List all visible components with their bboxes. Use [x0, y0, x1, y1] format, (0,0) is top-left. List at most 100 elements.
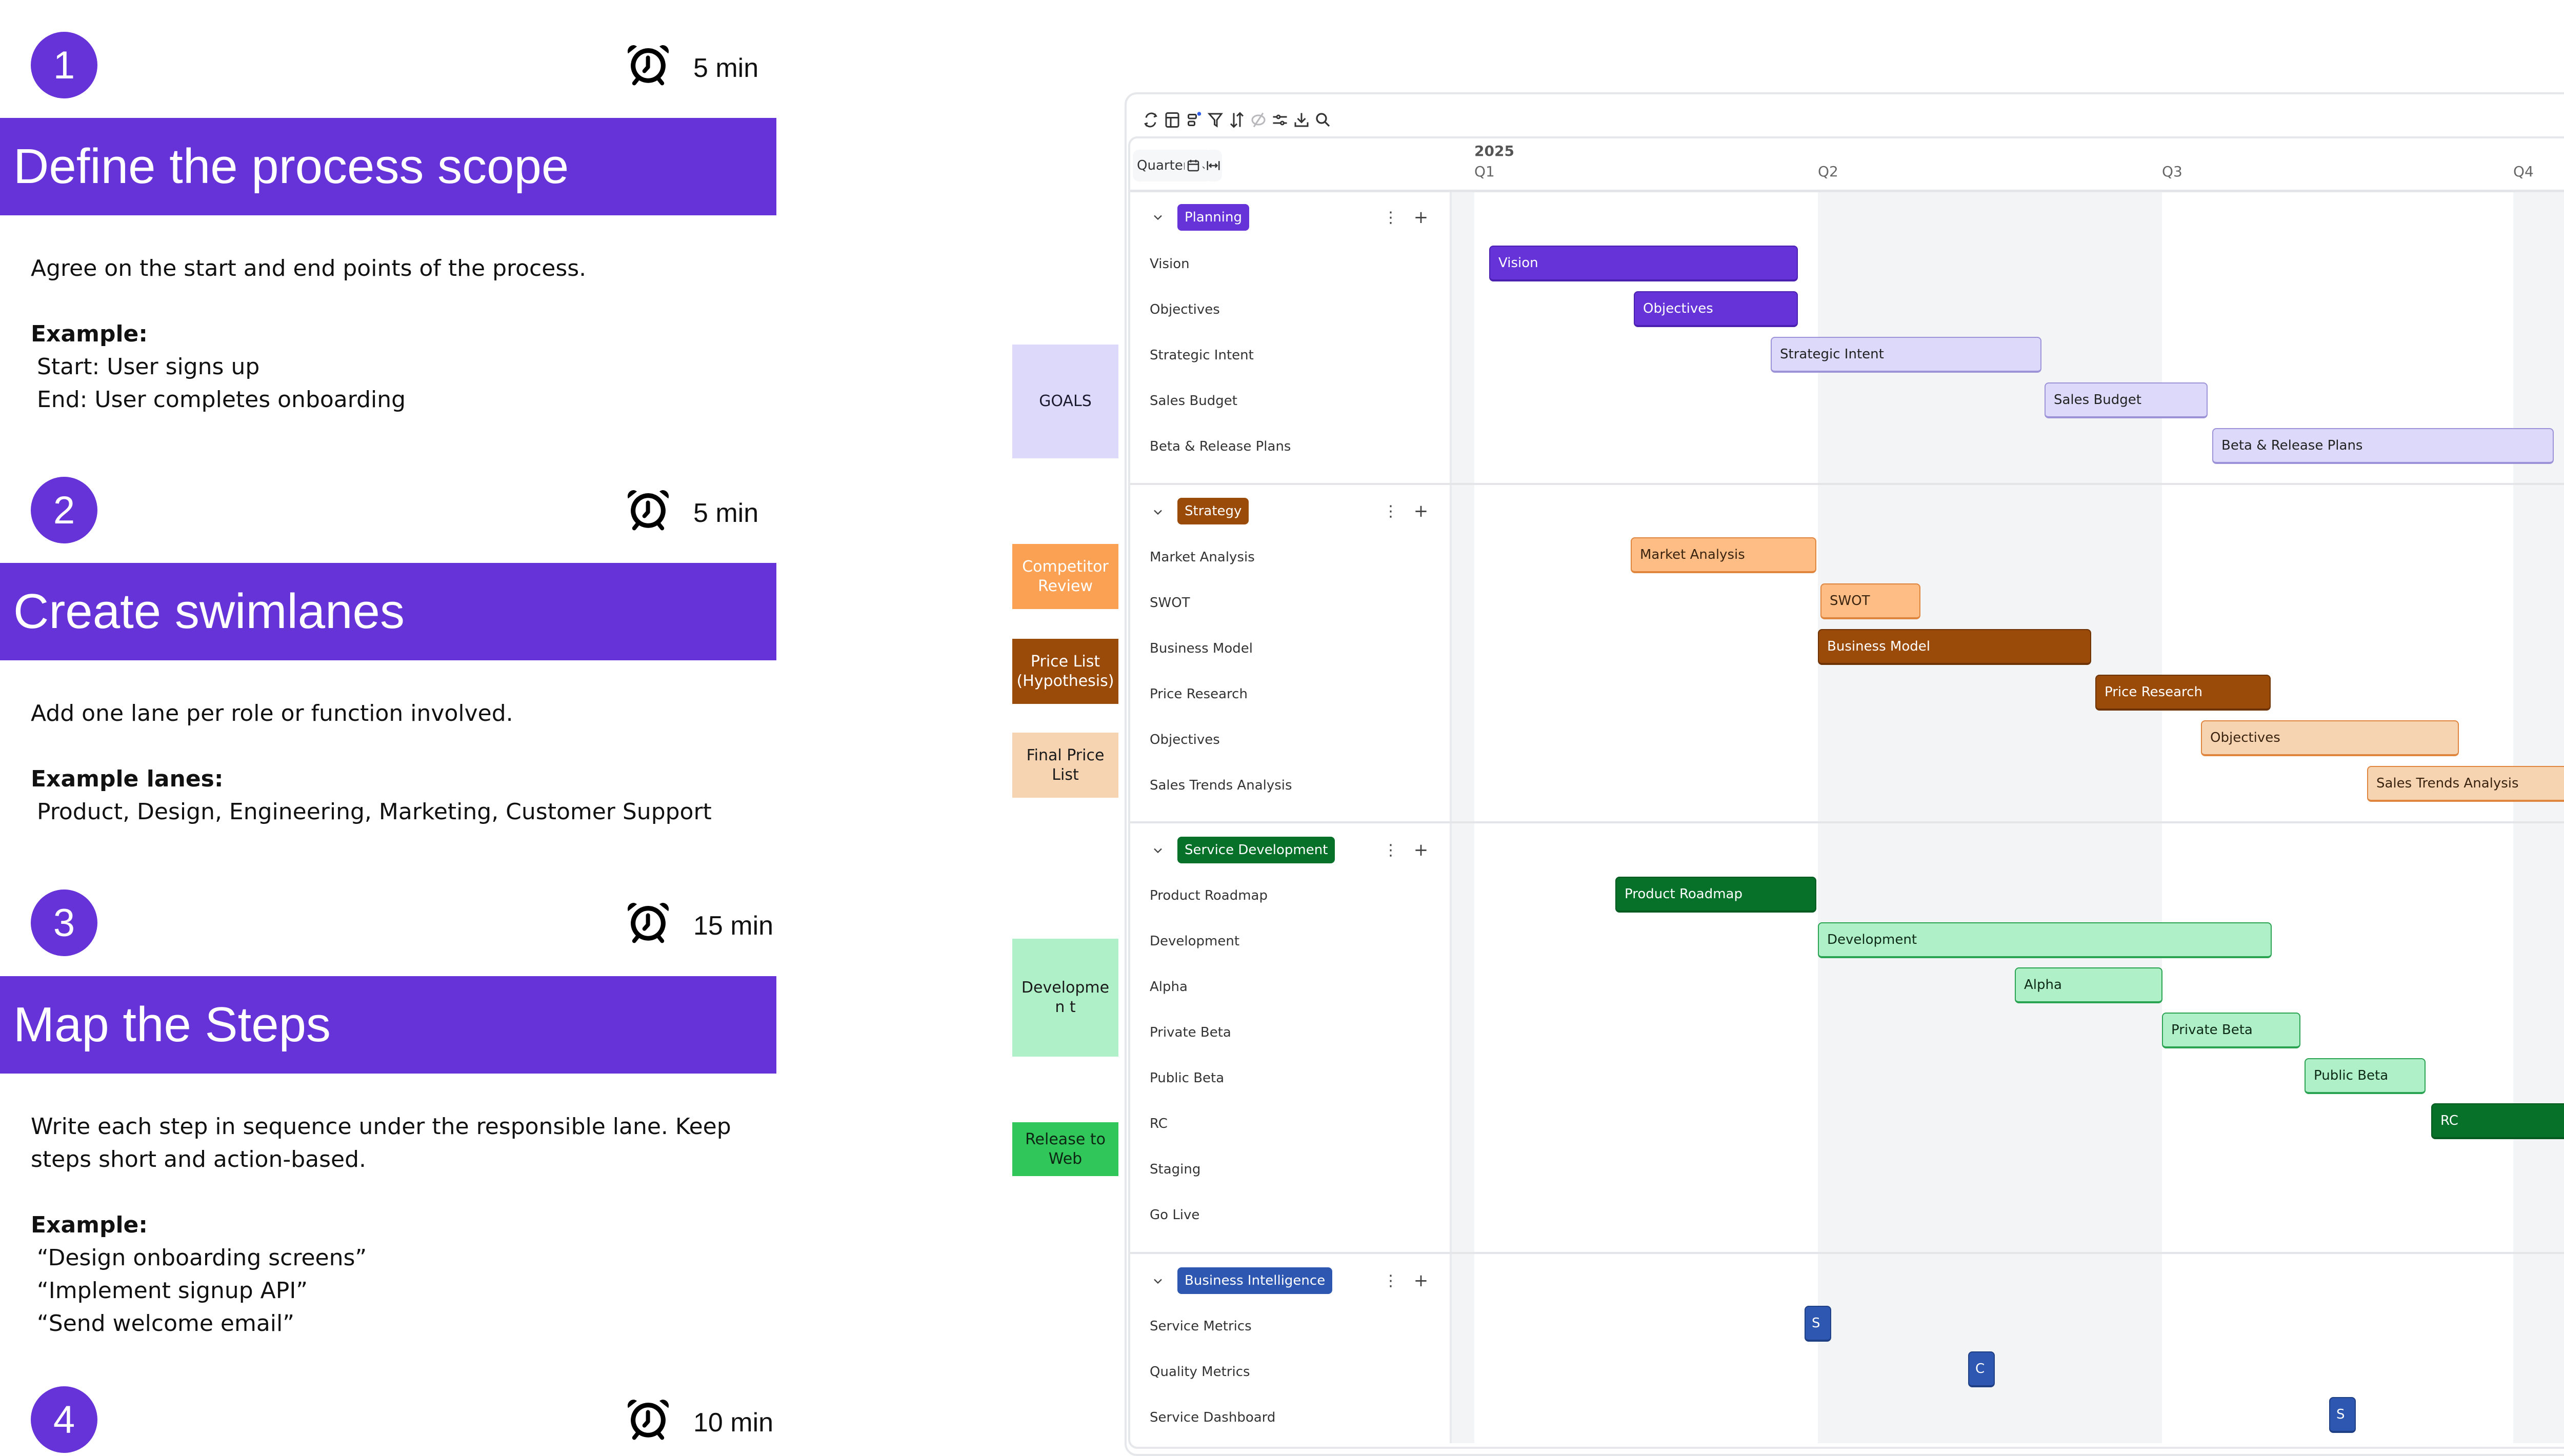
step-timer: 10 min: [624, 1394, 773, 1450]
row-label[interactable]: RC: [1150, 1116, 1168, 1131]
example-line: End: User completes onboarding: [37, 387, 406, 413]
row-label[interactable]: Staging: [1150, 1162, 1201, 1177]
row-label[interactable]: SWOT: [1150, 595, 1190, 611]
download-icon[interactable]: [1290, 109, 1313, 131]
row-label[interactable]: Quality Metrics: [1150, 1364, 1250, 1380]
group-divider: [1130, 483, 2564, 485]
more-options-icon[interactable]: ⋮: [1383, 1271, 1398, 1290]
add-item-icon[interactable]: +: [1413, 840, 1429, 860]
add-item-icon[interactable]: +: [1413, 207, 1429, 228]
filter-icon[interactable]: [1204, 109, 1227, 131]
collapse-chevron-icon[interactable]: [1151, 843, 1165, 858]
collapse-chevron-icon[interactable]: [1151, 210, 1165, 225]
step-number-badge: 1: [31, 32, 97, 98]
sticky-note-competitor-review[interactable]: Competitor Review: [1012, 544, 1118, 609]
task-bar-beta-release-plans[interactable]: Beta & Release Plans: [2212, 428, 2554, 464]
row-label[interactable]: Product Roadmap: [1150, 888, 1268, 903]
step-description-block: Add one lane per role or function involv…: [31, 697, 769, 828]
example-line: Start: User signs up: [37, 354, 260, 380]
alarm-clock-icon: [624, 485, 673, 541]
list-timeline-separator: [1450, 192, 1452, 1443]
sticky-note-release-to-web[interactable]: Release to Web: [1012, 1122, 1118, 1176]
step-timer: 15 min: [624, 898, 773, 954]
search-icon[interactable]: [1312, 109, 1334, 131]
calendar-icon[interactable]: [1185, 150, 1202, 181]
more-options-icon[interactable]: ⋮: [1383, 841, 1398, 859]
row-label[interactable]: Objectives: [1150, 732, 1220, 747]
example-line: “Design onboarding screens”: [37, 1245, 367, 1271]
step-description: Add one lane per role or function involv…: [31, 700, 513, 726]
quarter-label: Q2: [1818, 163, 1838, 180]
row-label[interactable]: Strategic Intent: [1150, 348, 1254, 363]
task-bar-service-metrics[interactable]: S: [1805, 1306, 1831, 1342]
step-duration: 5 min: [693, 53, 759, 83]
task-bar-sales-trends-analysis[interactable]: Sales Trends Analysis: [2367, 766, 2564, 802]
pre-q1-band: [1452, 192, 1474, 1443]
group-label-planning[interactable]: Planning: [1177, 204, 1249, 231]
sticky-note-price-list-hypothesis[interactable]: Price List (Hypothesis): [1012, 639, 1118, 704]
example-line: Product, Design, Engineering, Marketing,…: [37, 799, 712, 825]
task-bar-product-roadmap[interactable]: Product Roadmap: [1615, 877, 1816, 913]
task-bar-vision[interactable]: Vision: [1489, 246, 1798, 281]
row-label[interactable]: Public Beta: [1150, 1070, 1225, 1086]
layout-icon[interactable]: [1161, 109, 1184, 131]
row-label[interactable]: Market Analysis: [1150, 550, 1255, 565]
collapse-chevron-icon[interactable]: [1151, 1274, 1165, 1288]
quarter-label: Q4: [2513, 163, 2534, 180]
sort-icon[interactable]: [1226, 109, 1248, 131]
more-options-icon[interactable]: ⋮: [1383, 208, 1398, 227]
task-bar-public-beta[interactable]: Public Beta: [2305, 1058, 2426, 1094]
sticky-note-final-price-list[interactable]: Final Price List: [1012, 733, 1118, 798]
hide-icon[interactable]: [1247, 109, 1270, 131]
task-bar-market-analysis[interactable]: Market Analysis: [1631, 537, 1816, 573]
row-label[interactable]: Sales Budget: [1150, 393, 1237, 409]
row-label[interactable]: Business Model: [1150, 641, 1253, 656]
step-description: Agree on the start and end points of the…: [31, 255, 587, 281]
task-bar-quality-metrics[interactable]: C: [1968, 1351, 1995, 1387]
timeline-year: 2025: [1474, 143, 1514, 159]
more-options-icon[interactable]: ⋮: [1383, 502, 1398, 520]
row-label[interactable]: Beta & Release Plans: [1150, 439, 1291, 454]
row-label[interactable]: Vision: [1150, 256, 1190, 272]
row-label[interactable]: Price Research: [1150, 686, 1248, 702]
add-item-icon[interactable]: +: [1413, 1270, 1429, 1291]
task-bar-development[interactable]: Development: [1818, 922, 2272, 958]
task-bar-objectives-strategy[interactable]: Objectives: [2201, 720, 2459, 756]
task-bar-price-research[interactable]: Price Research: [2095, 675, 2271, 711]
task-bar-rc[interactable]: RC: [2431, 1103, 2564, 1139]
collapse-chevron-icon[interactable]: [1151, 505, 1165, 519]
row-label[interactable]: Development: [1150, 934, 1240, 949]
group-divider: [1130, 821, 2564, 823]
task-bar-swot[interactable]: SWOT: [1820, 583, 1920, 619]
group-label-service-development[interactable]: Service Development: [1177, 837, 1335, 863]
step-duration: 15 min: [693, 911, 774, 941]
task-bar-alpha[interactable]: Alpha: [2015, 967, 2162, 1003]
add-item-icon[interactable]: +: [1413, 501, 1429, 521]
group-label-business-intelligence[interactable]: Business Intelligence: [1177, 1267, 1333, 1294]
row-label[interactable]: Objectives: [1150, 302, 1220, 317]
row-label[interactable]: Private Beta: [1150, 1025, 1231, 1040]
refresh-icon[interactable]: [1139, 109, 1162, 131]
task-bar-business-model[interactable]: Business Model: [1818, 629, 2091, 665]
task-bar-strategic-intent[interactable]: Strategic Intent: [1771, 337, 2041, 373]
step-timer: 5 min: [624, 485, 758, 541]
row-label[interactable]: Alpha: [1150, 979, 1188, 995]
settings-sliders-icon[interactable]: [1269, 109, 1291, 131]
step-title: Create swimlanes: [0, 563, 776, 660]
sticky-note-development[interactable]: Developmen t: [1012, 939, 1118, 1057]
task-bar-service-dashboard[interactable]: S: [2329, 1397, 2356, 1433]
task-bar-private-beta[interactable]: Private Beta: [2162, 1013, 2300, 1048]
row-label[interactable]: Sales Trends Analysis: [1150, 778, 1292, 793]
row-label[interactable]: Go Live: [1150, 1207, 1200, 1223]
group-label-strategy[interactable]: Strategy: [1177, 498, 1249, 524]
q4-band: [2513, 192, 2564, 1443]
step-number-badge: 2: [31, 477, 97, 543]
task-bar-objectives[interactable]: Objectives: [1634, 291, 1798, 327]
task-bar-sales-budget[interactable]: Sales Budget: [2045, 382, 2208, 418]
sticky-note-goals[interactable]: GOALS: [1012, 345, 1118, 458]
group-icon[interactable]: [1183, 109, 1205, 131]
fit-to-screen-icon[interactable]: [1205, 150, 1222, 181]
step-duration: 5 min: [693, 498, 759, 528]
row-label[interactable]: Service Metrics: [1150, 1319, 1252, 1334]
row-label[interactable]: Service Dashboard: [1150, 1410, 1276, 1425]
